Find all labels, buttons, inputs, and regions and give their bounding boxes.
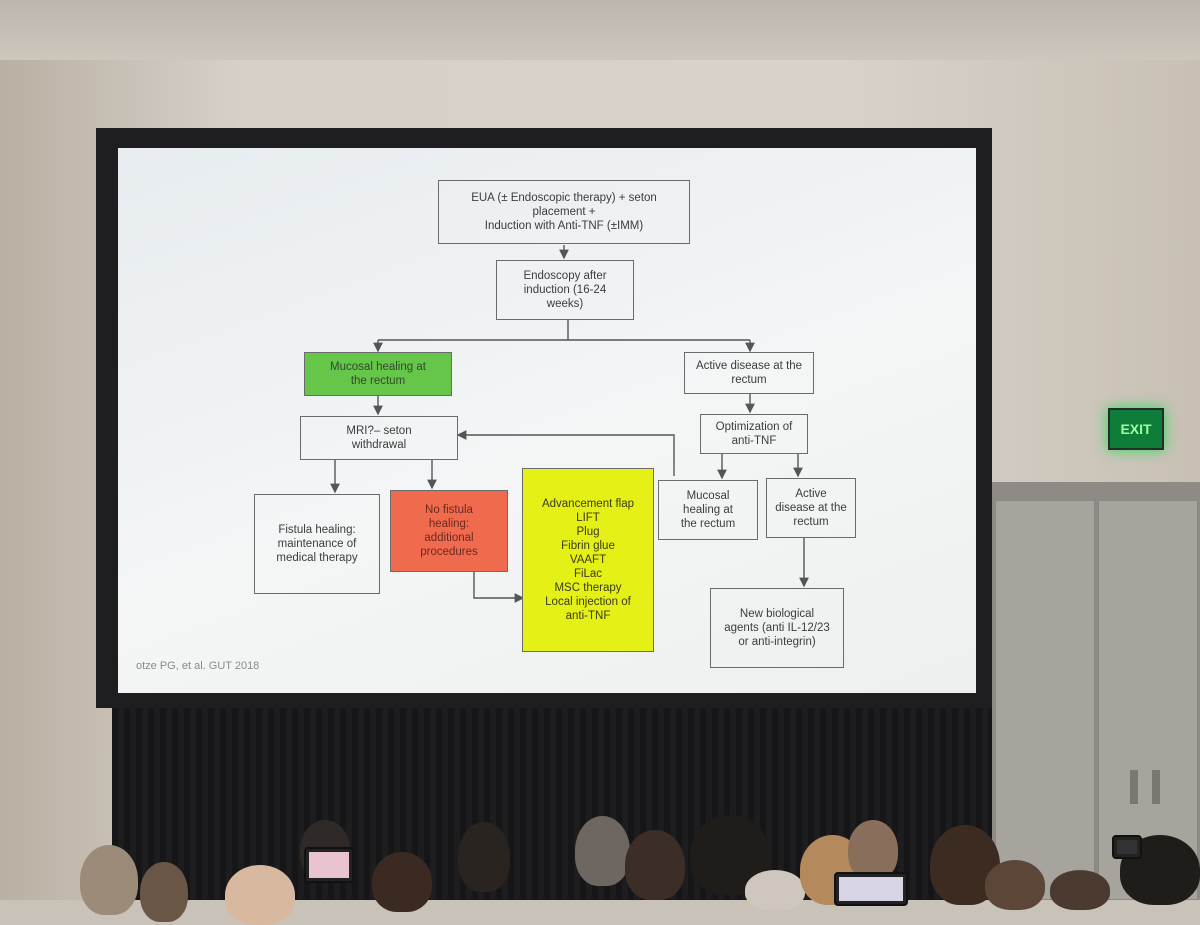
box-mucosal-healing-2: Mucosal healing at the rectum: [658, 480, 758, 540]
audience: [0, 800, 1200, 925]
text-line: induction (16-24: [523, 284, 607, 296]
text-line: EUA (± Endoscopic therapy) + seton: [471, 192, 657, 204]
box-text: Fistula healing: maintenance of medical …: [276, 523, 357, 565]
audience-head: [848, 820, 898, 880]
text-line: Fibrin glue: [561, 540, 615, 552]
text-line: healing at: [683, 504, 733, 516]
audience-head: [225, 865, 295, 925]
box-text: Mucosal healing at the rectum: [681, 489, 735, 531]
text-line: the rectum: [680, 518, 736, 530]
text-line: weeks): [546, 298, 584, 310]
phone: [1112, 835, 1142, 859]
text-line: Plug: [576, 526, 600, 538]
slide-citation: otze PG, et al. GUT 2018: [136, 660, 260, 672]
box-text: New biological agents (anti IL-12/23 or …: [724, 607, 830, 649]
box-text: Active disease at the rectum: [775, 487, 847, 529]
box-text: Optimization of anti-TNF: [716, 420, 793, 448]
text-line: maintenance of: [277, 538, 357, 550]
audience-head: [372, 852, 432, 912]
box-new-biologics: New biological agents (anti IL-12/23 or …: [710, 588, 844, 668]
audience-head: [575, 816, 630, 886]
exit-sign: EXIT: [1108, 408, 1164, 450]
text-line: LIFT: [576, 512, 600, 524]
box-active-disease-2: Active disease at the rectum: [766, 478, 856, 538]
phone: [834, 872, 908, 906]
box-text: No fistula healing: additional procedure…: [420, 503, 478, 559]
box-mucosal-healing: Mucosal healing at the rectum: [304, 352, 452, 396]
text-line: rectum: [731, 374, 767, 386]
text-line: medical therapy: [276, 552, 358, 564]
box-optimization: Optimization of anti-TNF: [700, 414, 808, 454]
door-left: [995, 500, 1095, 900]
text-line: agents (anti IL-12/23: [724, 622, 830, 634]
box-fistula-healing: Fistula healing: maintenance of medical …: [254, 494, 380, 594]
text-line: MSC therapy: [554, 582, 622, 594]
text-line: Fistula healing:: [278, 524, 356, 536]
text-line: rectum: [793, 516, 829, 528]
text-line: Induction with Anti-TNF (±IMM): [484, 220, 644, 232]
text-line: MRI?– seton: [346, 425, 412, 437]
box-text: Mucosal healing at the rectum: [330, 360, 426, 388]
audience-head: [625, 830, 685, 900]
text-line: Active: [795, 488, 827, 500]
text-line: procedures: [420, 546, 478, 558]
audience-head: [985, 860, 1045, 910]
text-line: Mucosal: [686, 490, 730, 502]
box-text: EUA (± Endoscopic therapy) + seton place…: [471, 191, 657, 233]
audience-head: [458, 822, 510, 892]
text-line: Mucosal healing at: [330, 361, 426, 373]
flowchart-connectors: [330, 245, 809, 603]
audience-head: [140, 862, 188, 922]
text-line: New biological: [739, 608, 815, 620]
box-active-disease: Active disease at the rectum: [684, 352, 814, 394]
text-line: anti-TNF: [565, 610, 611, 622]
box-no-fistula-healing: No fistula healing: additional procedure…: [390, 490, 508, 572]
text-line: FiLac: [573, 568, 603, 580]
text-line: the rectum: [350, 375, 406, 387]
text-line: VAAFT: [569, 554, 607, 566]
audience-head: [1050, 870, 1110, 910]
audience-head: [80, 845, 138, 915]
text-line: Optimization of: [715, 421, 793, 433]
phone-screen: [309, 852, 349, 878]
text-line: placement +: [532, 206, 596, 218]
door-handle-right: [1152, 770, 1160, 804]
phone-screen: [839, 877, 903, 901]
phone-screen: [1117, 840, 1137, 854]
text-line: anti-TNF: [731, 435, 777, 447]
text-line: healing:: [428, 518, 470, 530]
door-handle-left: [1130, 770, 1138, 804]
text-line: Advancement flap: [541, 498, 635, 510]
text-line: withdrawal: [351, 439, 407, 451]
ceiling: [0, 0, 1200, 70]
box-text: MRI?– seton withdrawal: [346, 424, 411, 452]
box-text: Endoscopy after induction (16-24 weeks): [523, 269, 606, 311]
box-eua-induction: EUA (± Endoscopic therapy) + seton place…: [438, 180, 690, 244]
text-line: Endoscopy after: [523, 270, 607, 282]
door-right: [1098, 500, 1198, 900]
text-line: Local injection of: [545, 596, 631, 608]
text-line: additional: [424, 532, 474, 544]
box-text: Advancement flap LIFT Plug Fibrin glue V…: [542, 497, 634, 623]
phone: [304, 847, 354, 883]
text-line: Active disease at the: [695, 360, 803, 372]
audience-head: [745, 870, 805, 910]
text-line: No fistula: [425, 504, 473, 516]
box-endoscopy: Endoscopy after induction (16-24 weeks): [496, 260, 634, 320]
box-procedures-list: Advancement flap LIFT Plug Fibrin glue V…: [522, 468, 654, 652]
text-line: disease at the: [775, 502, 847, 514]
projection-screen: EUA (± Endoscopic therapy) + seton place…: [118, 148, 976, 693]
text-line: or anti-integrin): [738, 636, 816, 648]
box-text: Active disease at the rectum: [696, 359, 802, 387]
box-mri-seton: MRI?– seton withdrawal: [300, 416, 458, 460]
